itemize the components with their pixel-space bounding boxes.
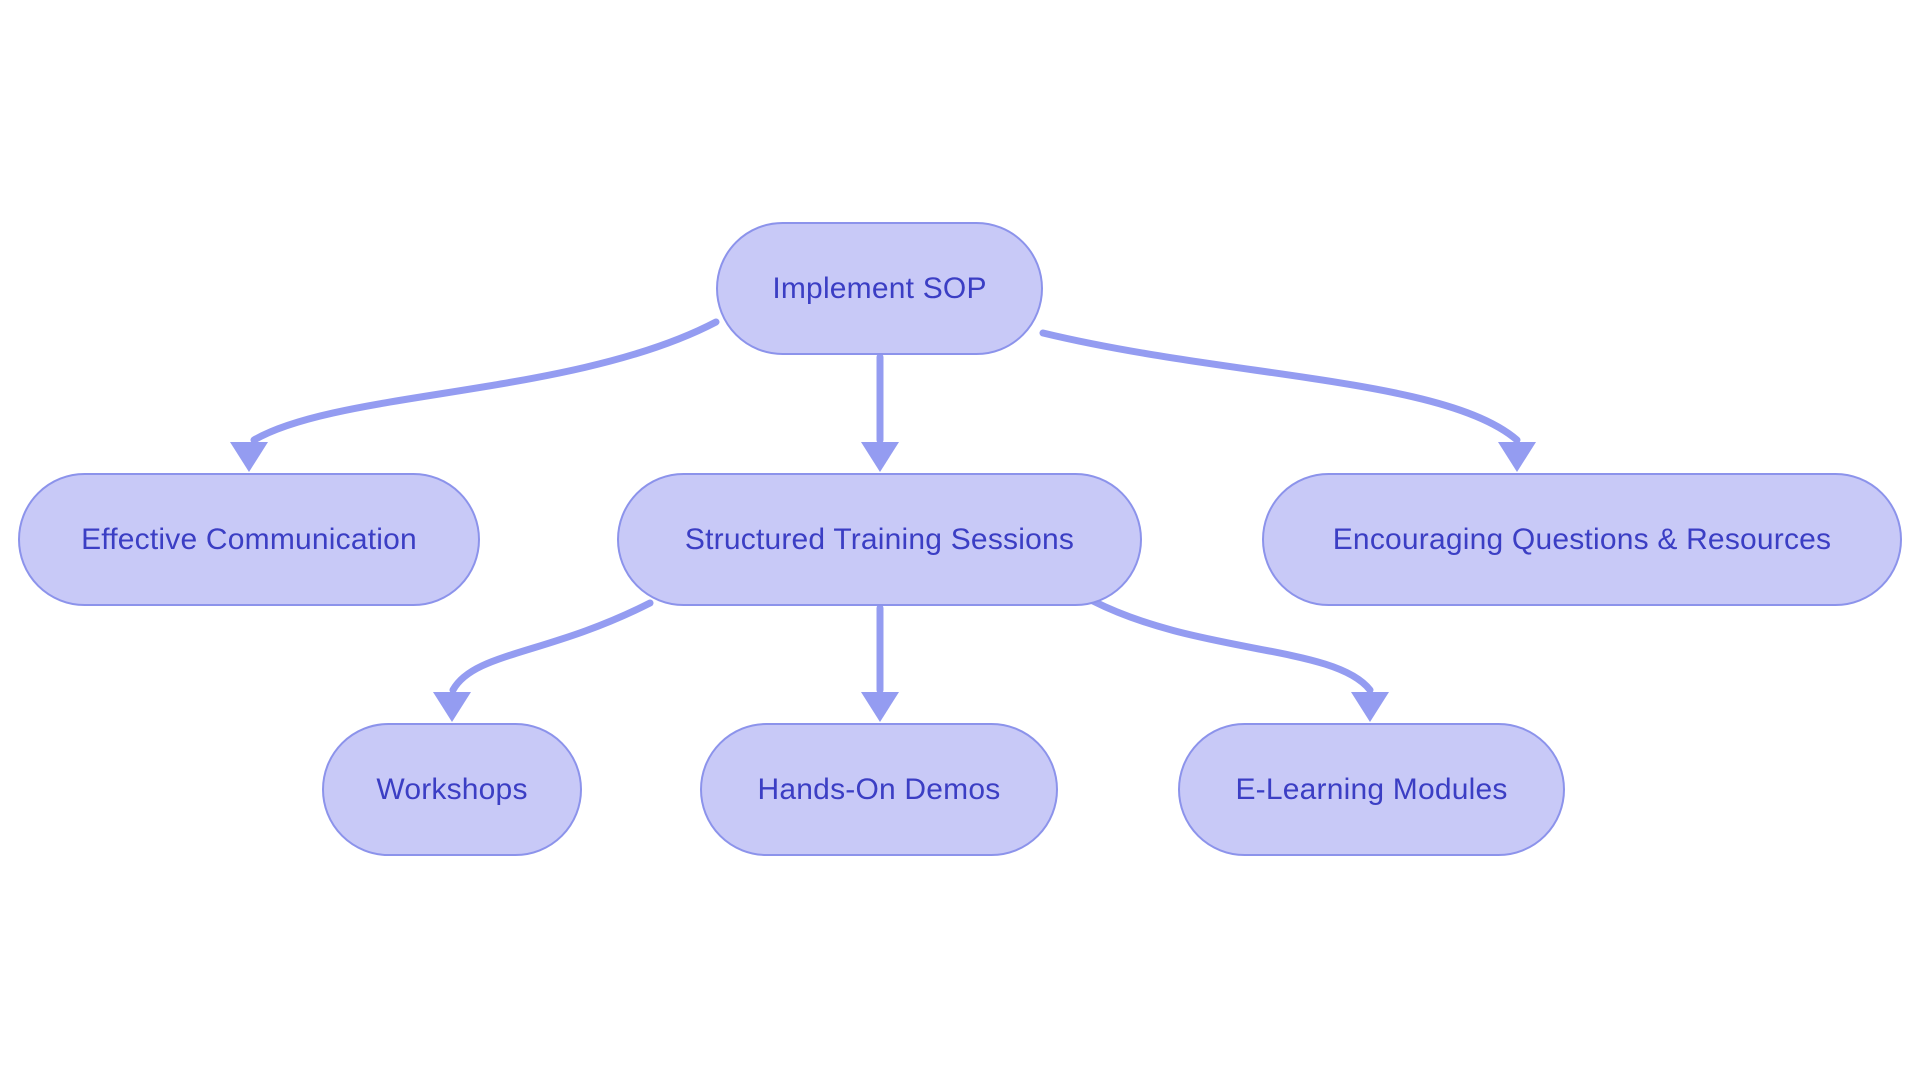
node-label: Structured Training Sessions <box>684 522 1075 556</box>
arrowhead-down-icon <box>861 692 899 722</box>
node-encouraging-questions-resources[interactable]: Encouraging Questions & Resources <box>1262 473 1902 606</box>
node-label: Implement SOP <box>772 271 987 305</box>
node-e-learning-modules[interactable]: E-Learning Modules <box>1178 723 1565 856</box>
arrowhead-down-icon <box>1498 442 1536 472</box>
edge-structured-training-to-workshops <box>449 599 654 694</box>
arrowhead-down-icon <box>861 442 899 472</box>
node-label: Hands-On Demos <box>757 772 1001 806</box>
node-label: E-Learning Modules <box>1235 772 1508 806</box>
arrowhead-down-icon <box>1351 692 1389 722</box>
edge-structured-training-to-e-learning <box>1089 597 1374 694</box>
edge-implement-sop-to-effective-communication <box>250 318 720 444</box>
node-label: Workshops <box>376 772 528 806</box>
node-workshops[interactable]: Workshops <box>322 723 582 856</box>
arrowhead-down-icon <box>433 692 471 722</box>
node-implement-sop[interactable]: Implement SOP <box>716 222 1043 355</box>
node-hands-on-demos[interactable]: Hands-On Demos <box>700 723 1058 856</box>
node-label: Effective Communication <box>81 522 417 556</box>
edge-implement-sop-to-encouraging-questions <box>1039 329 1521 444</box>
node-effective-communication[interactable]: Effective Communication <box>18 473 480 606</box>
arrowhead-down-icon <box>230 442 268 472</box>
node-label: Encouraging Questions & Resources <box>1332 522 1832 556</box>
node-structured-training-sessions[interactable]: Structured Training Sessions <box>617 473 1142 606</box>
